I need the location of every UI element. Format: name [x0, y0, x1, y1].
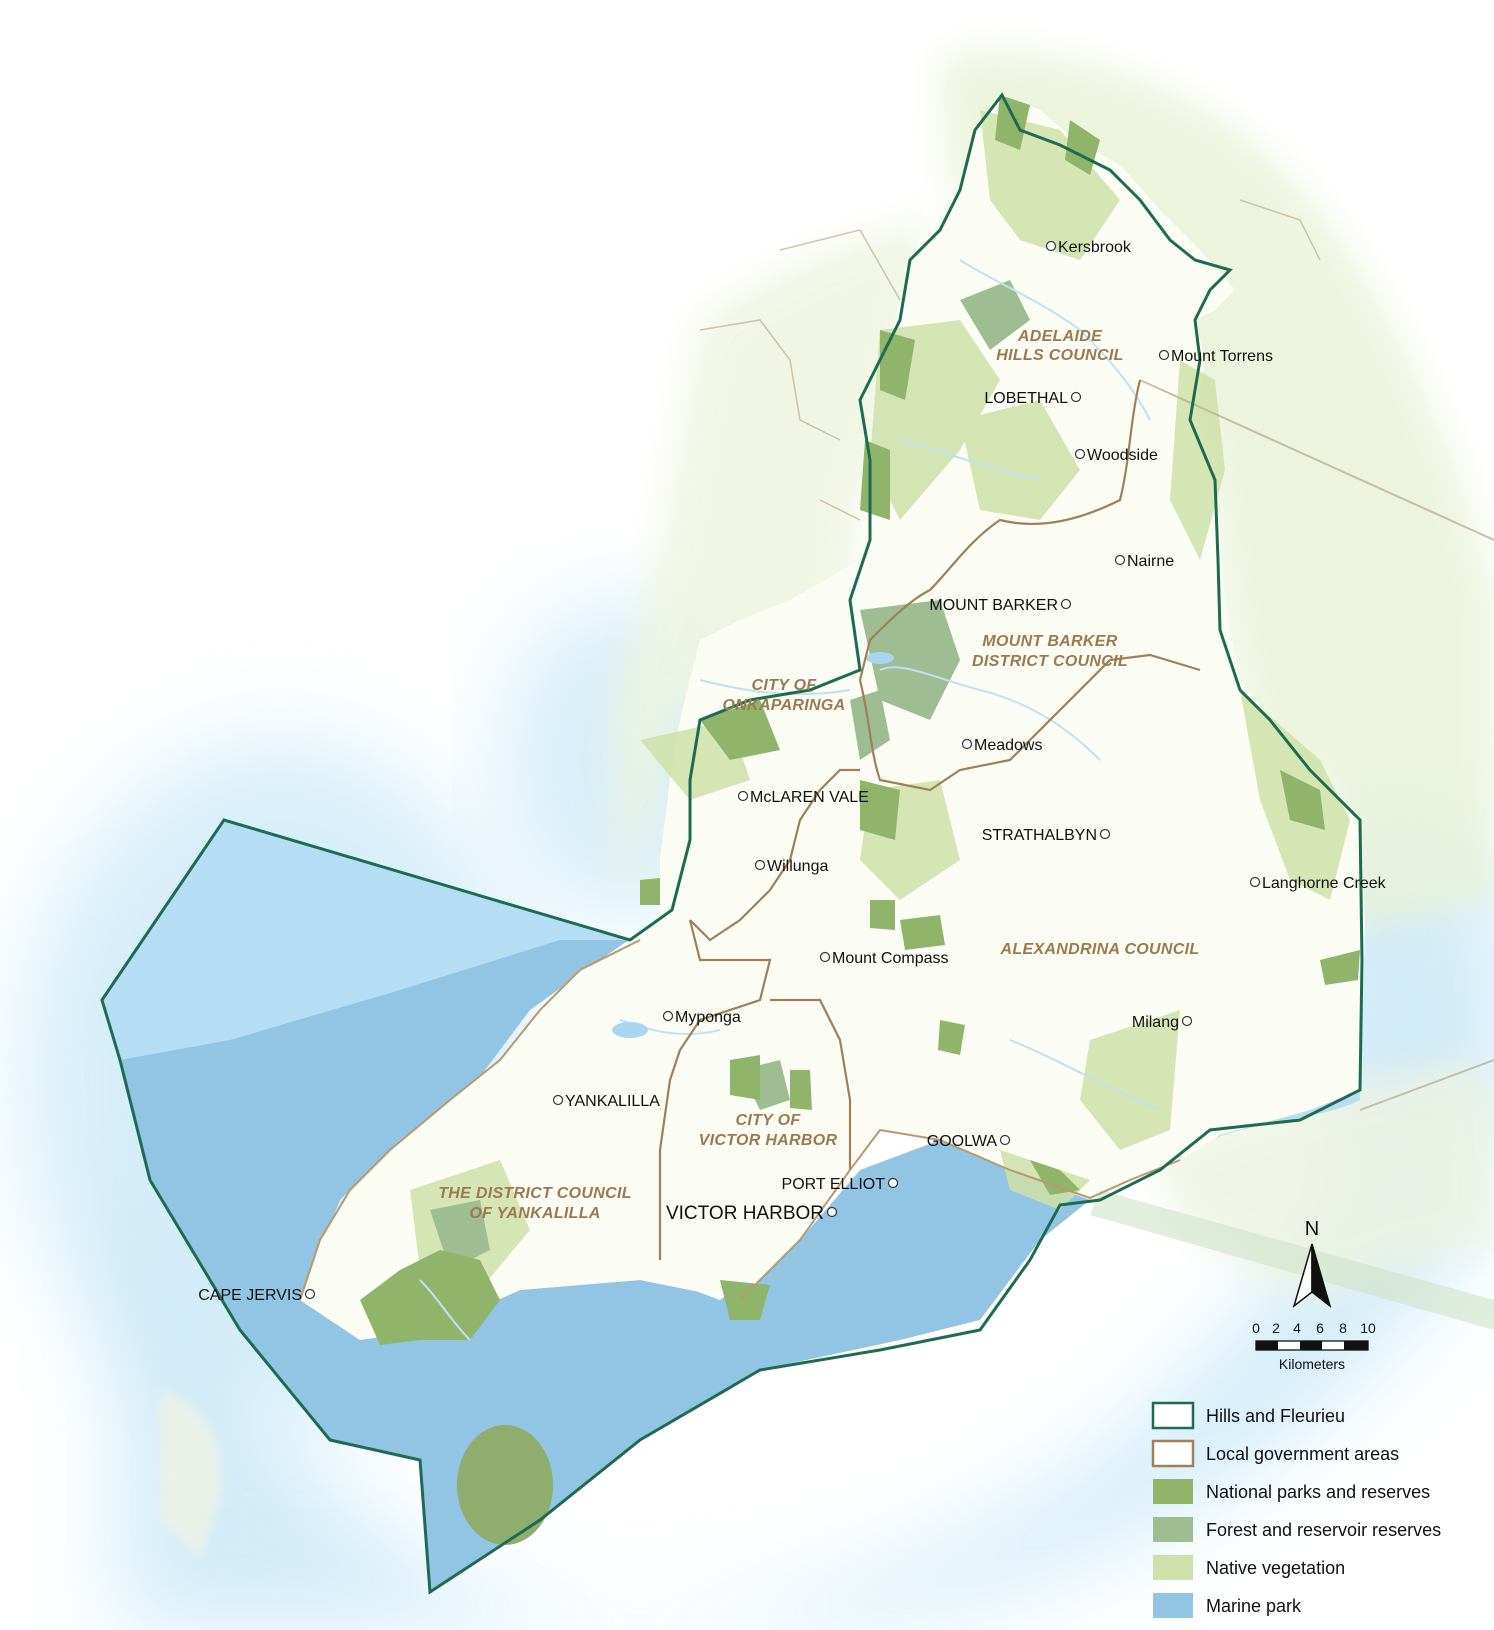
lga-label-mount-barker-2: DISTRICT COUNCIL	[972, 653, 1128, 670]
town-marker-kersbrook	[1045, 240, 1057, 252]
town-marker-nairne	[1114, 554, 1126, 566]
scale-tick-6: 6	[1316, 1320, 1324, 1336]
legend-swatch-native-veg	[1153, 1555, 1193, 1580]
town-marker-goolwa	[999, 1134, 1011, 1146]
lga-boundaries	[658, 379, 1201, 1260]
region-land	[300, 95, 1365, 1340]
town-marker-cape-jervis	[304, 1288, 316, 1300]
scale-tick-10: 10	[1360, 1320, 1376, 1336]
town-marker-mclaren-vale	[737, 790, 749, 802]
hills-fleurieu-boundary	[100, 92, 1364, 1595]
marine-park-shallow	[102, 820, 630, 1060]
lga-label-mount-barker-1: MOUNT BARKER	[982, 633, 1117, 650]
marine-park-area	[102, 820, 1090, 1592]
town-label-willunga: Willunga	[767, 858, 828, 875]
scale-tick-2: 2	[1272, 1320, 1280, 1336]
myponga-reservoir	[612, 1022, 648, 1038]
town-label-mount-compass: Mount Compass	[832, 950, 949, 967]
town-marker-langhorne-creek	[1249, 876, 1261, 888]
legend-swatch-lga	[1151, 1439, 1195, 1468]
legend-label-lga: Local government areas	[1206, 1444, 1399, 1464]
lga-label-yankalilla-1: THE DISTRICT COUNCIL	[438, 1185, 632, 1202]
murray-channel	[1090, 1190, 1494, 1330]
legend-label-national-parks: National parks and reserves	[1206, 1482, 1430, 1502]
town-marker-mount-compass	[819, 951, 831, 963]
town-label-mount-torrens: Mount Torrens	[1171, 348, 1273, 365]
town-labels: Kersbrook Mount Torrens LOBETHAL Woodsid…	[198, 239, 1386, 1304]
legend-label-marine-park: Marine park	[1206, 1596, 1302, 1616]
coorong-shore	[1359, 1059, 1494, 1111]
scale-bar: 0 2 4 6 8 10 Kilometers	[1252, 1320, 1376, 1372]
town-marker-woodside	[1074, 448, 1086, 460]
legend-label-native-veg: Native vegetation	[1206, 1558, 1345, 1578]
town-marker-milang	[1181, 1015, 1193, 1027]
town-label-victor-harbor: VICTOR HARBOR	[666, 1203, 824, 1224]
town-marker-strathalbyn	[1099, 828, 1111, 840]
town-marker-victor-harbor	[826, 1206, 838, 1218]
outer-lga-lines	[699, 199, 1321, 521]
north-arrow: N	[1292, 1218, 1332, 1309]
town-label-lobethal: LOBETHAL	[984, 390, 1068, 407]
town-label-nairne: Nairne	[1127, 553, 1174, 570]
town-label-mount-barker: MOUNT BARKER	[929, 597, 1058, 614]
lga-label-alexandrina: ALEXANDRINA COUNCIL	[1000, 941, 1200, 958]
town-label-cape-jervis: CAPE JERVIS	[198, 1287, 302, 1304]
town-marker-mount-barker	[1060, 598, 1072, 610]
lga-label-onkaparinga-1: CITY OF	[752, 677, 818, 694]
legend: Hills and Fleurieu Local government area…	[1151, 1401, 1441, 1618]
lga-label-victor-harbor-2: VICTOR HARBOR	[699, 1132, 838, 1149]
town-marker-port-elliot	[887, 1177, 899, 1189]
forest-reserves	[430, 280, 1030, 1270]
legend-swatch-national-parks	[1153, 1479, 1193, 1504]
lga-label-adelaide-hills-2: HILLS COUNCIL	[996, 347, 1123, 364]
scale-tick-0: 0	[1252, 1320, 1260, 1336]
lga-label-victor-harbor-1: CITY OF	[736, 1112, 802, 1129]
town-label-woodside: Woodside	[1087, 447, 1158, 464]
town-label-myponga: Myponga	[675, 1009, 741, 1026]
lga-labels: ADELAIDE HILLS COUNCIL MOUNT BARKER DIST…	[438, 328, 1199, 1222]
town-label-kersbrook: Kersbrook	[1058, 239, 1132, 256]
town-marker-mount-torrens	[1158, 349, 1170, 361]
town-label-meadows: Meadows	[974, 737, 1042, 754]
north-arrow-label: N	[1305, 1218, 1319, 1240]
town-label-goolwa: GOOLWA	[927, 1133, 998, 1150]
coastline	[299, 939, 1181, 1301]
legend-swatch-forest-reserves	[1153, 1517, 1193, 1542]
lga-label-adelaide-hills-1: ADELAIDE	[1017, 328, 1103, 345]
legend-swatch-marine-park	[1153, 1593, 1193, 1618]
town-markers	[304, 240, 1261, 1300]
legend-swatch-hills-fleurieu	[1151, 1401, 1195, 1430]
scale-tick-4: 4	[1293, 1320, 1301, 1336]
town-label-strathalbyn: STRATHALBYN	[982, 827, 1097, 844]
town-label-port-elliot: PORT ELLIOT	[782, 1176, 886, 1193]
legend-label-hills-fleurieu: Hills and Fleurieu	[1206, 1406, 1345, 1426]
town-label-mclaren-vale: McLAREN VALE	[750, 789, 869, 806]
legend-label-forest-reserves: Forest and reservoir reserves	[1206, 1520, 1441, 1540]
lga-label-yankalilla-2: OF YANKALILLA	[469, 1205, 600, 1222]
lga-label-onkaparinga-2: ONKAPARINGA	[722, 697, 845, 714]
island-reserve	[457, 1425, 553, 1545]
town-label-langhorne-creek: Langhorne Creek	[1262, 875, 1387, 892]
town-marker-myponga	[662, 1010, 674, 1022]
scale-tick-8: 8	[1339, 1320, 1347, 1336]
town-marker-yankalilla	[552, 1094, 564, 1106]
town-marker-lobethal	[1070, 391, 1082, 403]
scale-unit: Kilometers	[1279, 1356, 1345, 1372]
mount-bold-reservoir	[866, 652, 894, 664]
town-marker-willunga	[754, 859, 766, 871]
town-label-yankalilla: YANKALILLA	[565, 1093, 660, 1110]
town-label-milang: Milang	[1132, 1014, 1179, 1031]
north-road	[1139, 379, 1494, 541]
town-marker-meadows	[961, 738, 973, 750]
